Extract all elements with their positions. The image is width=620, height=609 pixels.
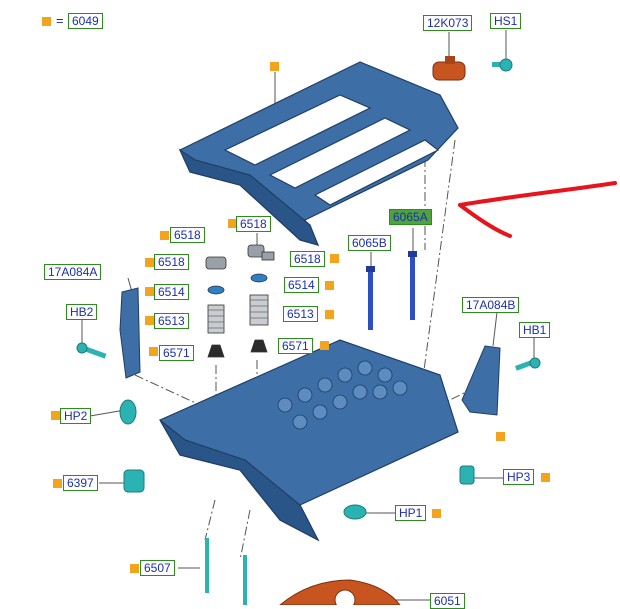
- label-17a084b[interactable]: 17A084B: [462, 297, 520, 313]
- label-hp2[interactable]: HP2: [60, 408, 92, 424]
- legend-code[interactable]: 6049: [68, 13, 103, 29]
- label-12k073[interactable]: 12K073: [423, 15, 473, 31]
- plug-hp3: [459, 465, 475, 485]
- sensor-12k073: [432, 56, 466, 81]
- label-6507[interactable]: 6507: [140, 560, 175, 576]
- marker: [160, 231, 169, 240]
- marker: [541, 473, 550, 482]
- marker: [330, 254, 339, 263]
- marker: [51, 411, 60, 420]
- cylinder-head: [159, 339, 459, 542]
- valve-parts-right: [247, 244, 275, 353]
- valves-6507: [205, 538, 247, 605]
- marker: [496, 432, 505, 441]
- bracket-17a084b: [461, 345, 501, 416]
- marker: [149, 347, 158, 356]
- label-6513-a[interactable]: 6513: [154, 313, 189, 329]
- marker: [130, 564, 139, 573]
- valve-parts-left: [205, 256, 227, 358]
- marker: [145, 287, 154, 296]
- marker: [320, 341, 329, 350]
- plug-6397: [123, 469, 145, 493]
- label-6051[interactable]: 6051: [430, 593, 465, 609]
- label-6518-a[interactable]: 6518: [170, 227, 205, 243]
- marker: [145, 258, 154, 267]
- label-6571-b[interactable]: 6571: [278, 338, 313, 354]
- legend-equals: =: [56, 13, 64, 28]
- gasket-6051: [279, 579, 401, 605]
- bolt-hb2: [76, 342, 107, 359]
- marker: [145, 316, 154, 325]
- label-6514-b[interactable]: 6514: [284, 277, 319, 293]
- marker: [432, 509, 441, 518]
- marker: [325, 310, 334, 319]
- label-6571-a[interactable]: 6571: [159, 345, 194, 361]
- label-hp1[interactable]: HP1: [395, 505, 427, 521]
- label-6397[interactable]: 6397: [63, 475, 98, 491]
- screw-hs1: [492, 58, 513, 72]
- bolt-hb1: [515, 357, 541, 371]
- label-hs1[interactable]: HS1: [490, 13, 522, 29]
- label-6518-top[interactable]: 6518: [236, 216, 271, 232]
- legend-marker: [42, 17, 51, 26]
- label-6065b[interactable]: 6065B: [348, 235, 391, 251]
- marker: [325, 281, 334, 290]
- marker: [270, 62, 279, 71]
- camshaft-carrier: [178, 61, 459, 246]
- label-6065a[interactable]: 6065A: [389, 209, 432, 225]
- label-hp3[interactable]: HP3: [503, 469, 535, 485]
- label-6518-c[interactable]: 6518: [290, 251, 325, 267]
- bolt-6065b: [366, 266, 375, 330]
- label-17a084a[interactable]: 17A084A: [44, 264, 102, 280]
- plug-hp1: [343, 504, 367, 520]
- label-6518-b[interactable]: 6518: [154, 254, 189, 270]
- marker: [53, 479, 62, 488]
- bracket-17a084a: [119, 287, 141, 379]
- leader-lines: [81, 30, 535, 601]
- label-6514-a[interactable]: 6514: [154, 284, 189, 300]
- label-hb1[interactable]: HB1: [519, 322, 551, 338]
- bolt-6065a: [408, 251, 417, 320]
- red-arrow-annotation: [458, 181, 617, 238]
- label-hb2[interactable]: HB2: [66, 304, 98, 320]
- marker: [228, 219, 237, 228]
- plug-hp2: [119, 399, 137, 425]
- label-6513-b[interactable]: 6513: [283, 306, 318, 322]
